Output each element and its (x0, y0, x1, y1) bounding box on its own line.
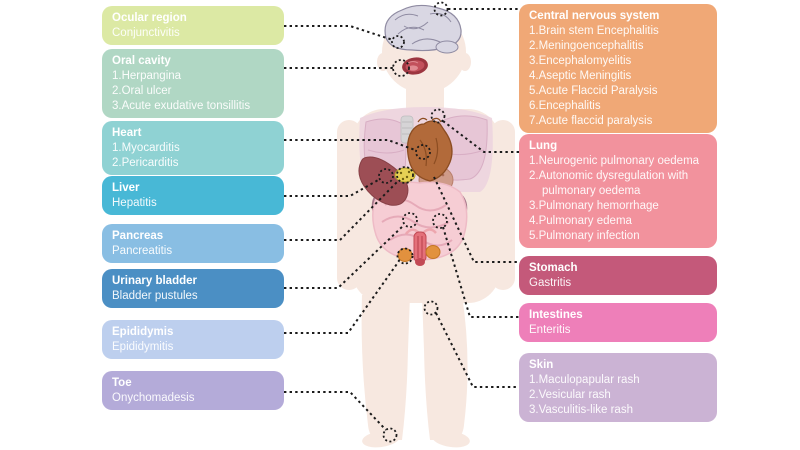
box-item: 1.Brain stem Encephalitis (529, 25, 659, 37)
heart-organ (406, 117, 453, 182)
marker-skin (423, 300, 439, 316)
connector-lines (284, 8, 519, 431)
marker-heart (415, 144, 431, 160)
marker-intestines (432, 213, 448, 229)
box-title-oral-cavity: Oral cavity (112, 55, 171, 67)
box-title-urinary-bladder: Urinary bladder (112, 275, 197, 287)
connector-heart (284, 139, 416, 151)
box-title-intestines: Intestines (529, 309, 583, 321)
box-item: Bladder pustules (112, 290, 198, 302)
penis-tip (415, 258, 425, 266)
left-foot (362, 430, 400, 448)
box-item: 1.Maculopapular rash (529, 374, 640, 386)
box-title-skin: Skin (529, 359, 554, 371)
label-box-lung: Lung 1.Neurogenic pulmonary oedema 2.Aut… (519, 134, 717, 248)
box-item: 3.Pulmonary hemorrhage (529, 200, 659, 212)
box-item: Onychomadesis (112, 392, 195, 404)
box-item: 1.Herpangina (112, 70, 182, 82)
right-testis (425, 245, 441, 259)
body-part-markers (378, 1, 449, 443)
box-title-central-nervous-system: Central nervous system (529, 10, 660, 22)
box-item: 2.Meningoencephalitis (529, 40, 644, 52)
label-box-urinary-bladder: Urinary bladder Bladder pustules (102, 269, 284, 308)
connector-ocular-region (284, 25, 394, 41)
liver-organ (358, 156, 409, 206)
box-item: 3.Vasculitis-like rash (529, 404, 633, 416)
marker-oral-cavity (392, 59, 410, 77)
box-item: Gastritis (529, 277, 572, 289)
box-item: 2.Vesicular rash (529, 389, 611, 401)
box-item: 6.Encephalitis (529, 100, 601, 112)
box-title-toe: Toe (112, 377, 132, 389)
box-item: 1.Neurogenic pulmonary oedema (529, 155, 700, 167)
box-item: Conjunctivitis (112, 27, 180, 39)
label-box-pancreas: Pancreas Pancreatitis (102, 224, 284, 263)
box-item: 2.Autonomic dysregulation with pulmonary… (529, 170, 689, 197)
box-item: 7.Acute flaccid paralysis (529, 115, 653, 127)
marker-pancreas (396, 166, 414, 184)
left-leg (361, 295, 410, 440)
label-box-central-nervous-system: Central nervous system 1.Brain stem Ence… (519, 4, 717, 133)
box-title-liver: Liver (112, 182, 140, 194)
mouth-oral-cavity (402, 57, 428, 75)
box-item: Enteritis (529, 324, 571, 336)
connector-lung (442, 120, 519, 153)
right-foot (432, 430, 470, 448)
label-box-intestines: Intestines Enteritis (519, 303, 717, 342)
box-item: 3.Encephalomyelitis (529, 55, 632, 67)
label-box-toe: Toe Onychomadesis (102, 371, 284, 410)
box-title-heart: Heart (112, 127, 142, 139)
connector-urinary-bladder (284, 224, 405, 289)
connector-epididymis (284, 260, 400, 334)
connector-skin (435, 312, 519, 388)
box-title-epididymis: Epididymis (112, 326, 174, 338)
box-item: Hepatitis (112, 197, 157, 209)
box-item: 2.Oral ulcer (112, 85, 172, 97)
connector-pancreas (284, 180, 399, 241)
marker-urinary-bladder (402, 212, 418, 228)
box-item: Epididymitis (112, 341, 174, 353)
connector-toe (284, 391, 387, 431)
box-item: 5.Acute Flaccid Paralysis (529, 85, 658, 97)
human-body-figure (337, 4, 515, 448)
brain-illustration (384, 4, 462, 54)
box-item: 1.Myocarditis (112, 142, 180, 154)
box-item: 4.Pulmonary edema (529, 215, 632, 227)
label-box-ocular-region: Ocular region Conjunctivitis (102, 6, 284, 45)
marker-central-nervous-system (433, 1, 449, 17)
box-item: 4.Aseptic Meningitis (529, 70, 632, 82)
box-item: Pancreatitis (112, 245, 173, 257)
label-box-epididymis: Epididymis Epididymitis (102, 320, 284, 359)
box-title-ocular-region: Ocular region (112, 12, 187, 24)
box-title-pancreas: Pancreas (112, 230, 164, 242)
label-box-skin: Skin 1.Maculopapular rash 2.Vesicular ra… (519, 353, 717, 422)
box-title-stomach: Stomach (529, 262, 578, 274)
pancreas-organ (394, 167, 416, 183)
connector-stomach (433, 176, 519, 263)
right-leg (422, 295, 468, 440)
label-box-heart: Heart 1.Myocarditis 2.Pericarditis (102, 121, 284, 175)
marker-ocular-region (391, 35, 405, 49)
marker-toe (382, 427, 398, 443)
marker-epididymis (396, 247, 414, 265)
box-item: 2.Pericarditis (112, 157, 179, 169)
box-item: 3.Acute exudative tonsillitis (112, 100, 251, 112)
label-box-stomach: Stomach Gastritis (519, 256, 717, 295)
label-box-liver: Liver Hepatitis (102, 176, 284, 215)
box-title-lung: Lung (529, 140, 558, 152)
box-item: 5.Pulmonary infection (529, 230, 640, 242)
marker-liver (378, 168, 394, 184)
marker-lung (430, 108, 446, 124)
label-box-oral-cavity: Oral cavity 1.Herpangina 2.Oral ulcer 3.… (102, 49, 284, 118)
